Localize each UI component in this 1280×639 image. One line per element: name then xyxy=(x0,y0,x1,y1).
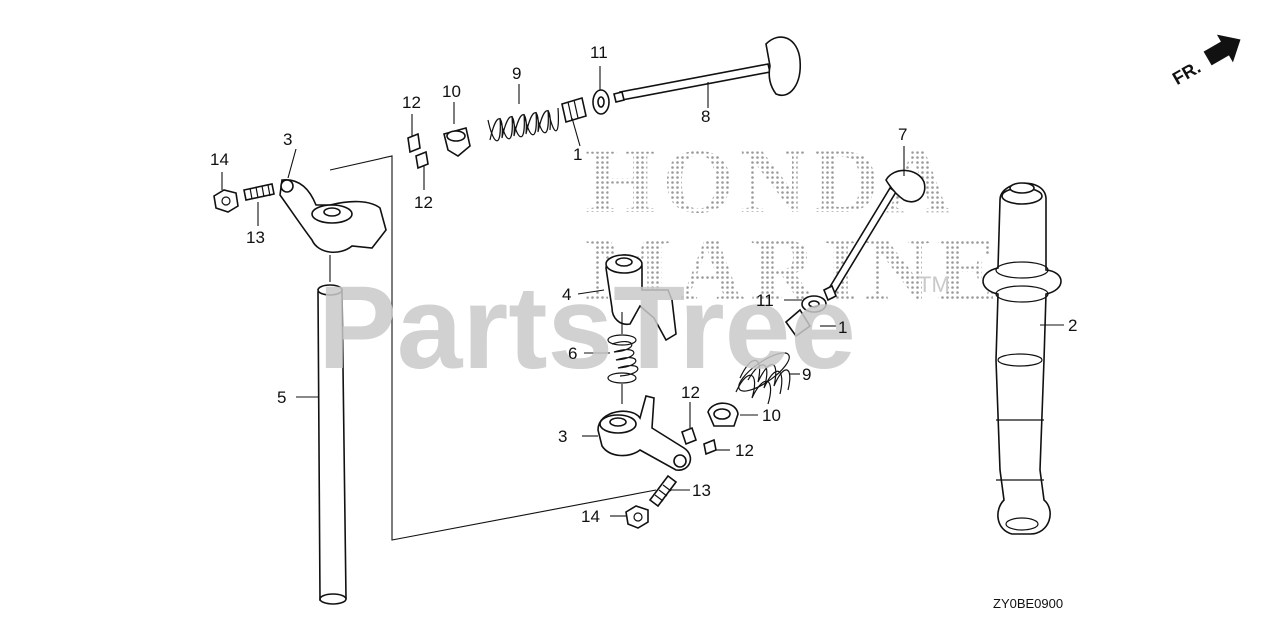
callout-13-lower: 13 xyxy=(692,481,711,500)
camshaft-part xyxy=(982,182,1062,535)
partstree-watermark: PartsTree TM xyxy=(318,262,950,394)
callout-12-top-b: 12 xyxy=(414,193,433,212)
callout-3-lower: 3 xyxy=(558,427,567,446)
reference-line-left xyxy=(329,155,657,541)
lock-nut-upper-part xyxy=(213,189,239,213)
valve-spring-top-part xyxy=(487,107,559,142)
middle-rocker-assembly xyxy=(597,254,692,529)
watermark-site: PartsTree xyxy=(318,262,856,394)
callout-11-top: 11 xyxy=(590,43,608,62)
callout-11-right: 11 xyxy=(756,291,774,310)
front-orientation-indicator: FR. xyxy=(1169,34,1241,89)
watermark-trademark: TM xyxy=(918,272,950,297)
callout-5: 5 xyxy=(277,388,286,407)
valve-right-part xyxy=(822,169,926,302)
valve-retainer-top-part xyxy=(443,127,471,157)
callout-10-right: 10 xyxy=(762,406,781,425)
callout-1-right: 1 xyxy=(838,318,847,337)
callout-12-top-a: 12 xyxy=(402,93,421,112)
callout-7: 7 xyxy=(898,125,907,144)
cotter-right-part xyxy=(681,426,717,456)
valve-retainer-right-part xyxy=(707,402,739,427)
washer-right-part xyxy=(801,295,827,313)
callout-13-upper: 13 xyxy=(246,228,265,247)
stem-seal-right-part xyxy=(784,308,812,338)
front-arrow-icon xyxy=(1203,34,1241,66)
rocker-arm-upper-part xyxy=(279,179,387,253)
callout-9-right: 9 xyxy=(802,365,811,384)
left-rocker-assembly xyxy=(213,155,657,605)
washer-top-part xyxy=(592,89,610,115)
callout-12-right-b: 12 xyxy=(735,441,754,460)
rocker-arm-middle-part xyxy=(605,254,677,342)
callout-1-top: 1 xyxy=(573,145,582,164)
rocker-arm-lower-part xyxy=(597,395,692,471)
callout-12-right-a: 12 xyxy=(681,383,700,402)
valve-spring-right-part xyxy=(735,352,791,405)
top-valve-assembly xyxy=(407,36,801,170)
callout-14-lower: 14 xyxy=(581,507,600,526)
callout-14-upper: 14 xyxy=(210,150,229,169)
valve-top-part xyxy=(613,36,801,103)
right-valve-assembly xyxy=(681,169,926,456)
cotter-top-part xyxy=(407,132,429,170)
push-rod-part xyxy=(317,284,347,605)
leader-lines xyxy=(221,66,1064,517)
callout-3-upper: 3 xyxy=(283,130,292,149)
front-label: FR. xyxy=(1169,57,1204,89)
callout-9-top: 9 xyxy=(512,64,521,83)
callout-4: 4 xyxy=(562,285,571,304)
callout-6: 6 xyxy=(568,344,577,363)
lock-nut-lower-part xyxy=(625,505,649,529)
diagram-code: ZY0BE0900 xyxy=(993,596,1063,611)
callout-labels: 8 2 3 4 3 5 6 7 1 1 9 9 10 10 11 11 12 1… xyxy=(210,43,1077,526)
adjuster-screw-upper-part xyxy=(243,183,275,201)
callout-8: 8 xyxy=(701,107,710,126)
adjuster-screw-lower-part xyxy=(648,474,678,508)
callout-2: 2 xyxy=(1068,316,1077,335)
callout-10-top: 10 xyxy=(442,82,461,101)
stem-seal-top-part xyxy=(561,96,587,124)
rocker-spring-part xyxy=(607,334,639,384)
